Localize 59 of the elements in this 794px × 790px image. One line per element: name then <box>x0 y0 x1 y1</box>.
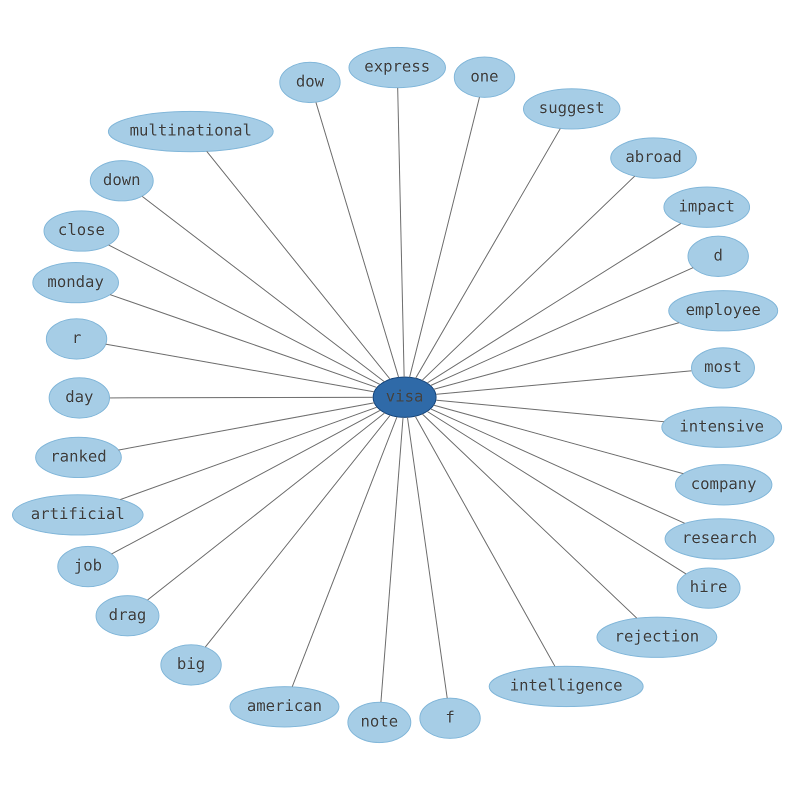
node-ellipse: artificial <box>12 494 144 536</box>
node-ellipse: job <box>57 546 119 588</box>
connector <box>409 97 480 378</box>
connector <box>430 408 685 524</box>
node-ellipse: f <box>419 698 481 739</box>
connector <box>110 396 373 398</box>
node-ellipse: day <box>48 377 110 419</box>
connector <box>315 102 400 378</box>
node-ellipse: employee <box>668 290 778 332</box>
connector <box>206 151 390 380</box>
node-ellipse: monday <box>32 262 120 304</box>
node-ellipse: research <box>664 518 775 560</box>
node-ellipse: visa <box>372 376 437 418</box>
connector <box>118 402 374 451</box>
connector <box>397 88 405 378</box>
node-ellipse: r <box>46 318 108 360</box>
node-ellipse: note <box>347 702 412 744</box>
node-ellipse: abroad <box>610 137 697 179</box>
node-ellipse: american <box>229 686 340 728</box>
node-ellipse: suggest <box>522 88 620 130</box>
connector <box>204 414 391 648</box>
connector <box>292 416 398 687</box>
node-ellipse: multinational <box>108 110 274 152</box>
connector <box>106 344 374 392</box>
node-ellipse: intensive <box>661 406 782 448</box>
node-ellipse: company <box>674 464 772 506</box>
connector <box>142 196 385 382</box>
node-ellipse: close <box>43 210 120 252</box>
node-ellipse: hire <box>676 567 741 609</box>
node-ellipse: one <box>454 56 516 98</box>
node-ellipse: down <box>90 160 154 202</box>
connector <box>434 322 680 390</box>
connector <box>120 406 377 500</box>
node-ellipse: express <box>348 46 446 88</box>
node-ellipse: ranked <box>35 436 122 478</box>
node-ellipse: intelligence <box>488 666 644 708</box>
connector <box>110 294 378 388</box>
connector <box>380 418 404 702</box>
node-ellipse: rejection <box>596 616 718 658</box>
connector <box>427 223 682 384</box>
connector <box>434 404 684 474</box>
connector <box>111 410 381 554</box>
connector <box>422 176 636 381</box>
node-ellipse: impact <box>663 186 750 228</box>
node-ellipse: drag <box>96 595 160 636</box>
connector <box>108 244 380 385</box>
node-ellipse: dow <box>279 62 341 104</box>
connector <box>436 370 692 395</box>
connector <box>430 267 694 386</box>
connector <box>147 412 386 600</box>
connector <box>415 128 561 379</box>
connector <box>414 416 556 667</box>
connector <box>436 400 664 422</box>
node-ellipse: d <box>687 236 749 277</box>
connector <box>427 411 686 574</box>
connector <box>422 414 638 618</box>
connector <box>406 417 448 698</box>
node-ellipse: most <box>691 347 755 389</box>
node-ellipse: big <box>160 644 222 686</box>
